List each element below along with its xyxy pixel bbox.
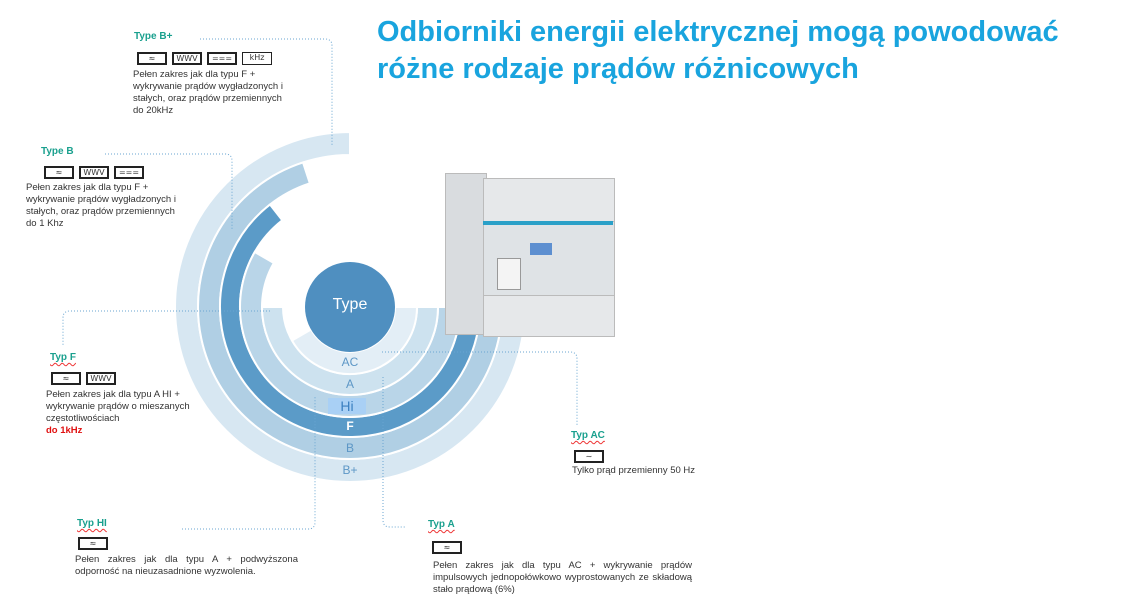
ring-label-f: F [346,419,354,433]
type-a-heading: Typ A [428,519,455,530]
type-bplus-heading: Type B+ [134,31,173,42]
type-f-desc-text: Pełen zakres jak dla typu A HI + wykrywa… [46,389,190,424]
ring-label-ac: AC [341,355,359,369]
smooth-wave-icon: ≈ [137,52,167,65]
type-b-heading: Type B [41,146,74,157]
type-bplus-icons: ≈ WWV === kHz [137,52,272,65]
smooth-wave-icon: ≈ [432,541,462,554]
type-hi-desc: Pełen zakres jak dla typu A + podwyższon… [75,554,298,577]
smooth-wave-icon: ≈ [51,372,81,385]
pulsed-wave-icon: WWV [172,52,202,65]
type-bplus-desc: Pełen zakres jak dla typu F + wykrywanie… [133,69,283,116]
pulsed-wave-icon: WWV [79,166,109,179]
type-ac-desc: Tylko prąd przemienny 50 Hz [572,465,696,476]
type-hi-icons: ≈ [78,537,108,550]
type-a-desc: Pełen zakres jak dla typu AC + wykrywani… [433,560,692,595]
ring-label-b: B [345,441,354,455]
khz-icon: kHz [242,52,272,65]
ring-label-hi: Hi [328,398,366,414]
dc-icon: === [114,166,144,179]
sine-wave-icon: ∼ [574,450,604,463]
type-ac-heading: Typ AC [571,430,605,441]
connector-lines [62,38,578,530]
type-f-heading: Typ F [50,352,76,363]
smooth-wave-icon: ≈ [44,166,74,179]
center-label: Type [332,296,368,313]
rcd-device-image [445,163,615,341]
pulsed-wave-icon: WWV [86,372,116,385]
ring-label-a: A [345,377,354,391]
type-b-icons: ≈ WWV === [44,166,144,179]
type-f-desc: Pełen zakres jak dla typu A HI + wykrywa… [46,389,196,437]
type-center-circle [305,262,395,352]
type-f-highlight: do 1kHz [46,425,83,436]
page-title: Odbiorniki energii elektrycznej mogą pow… [377,16,1059,85]
type-hi-heading: Typ HI [77,518,107,529]
type-ac-icons: ∼ [574,450,604,463]
ring-label-bplus: B+ [342,463,358,477]
smooth-wave-icon: ≈ [78,537,108,550]
type-f-icons: ≈ WWV [51,372,116,385]
type-a-icons: ≈ [432,541,462,554]
dc-icon: === [207,52,237,65]
type-b-desc: Pełen zakres jak dla typu F + wykrywanie… [26,182,176,229]
